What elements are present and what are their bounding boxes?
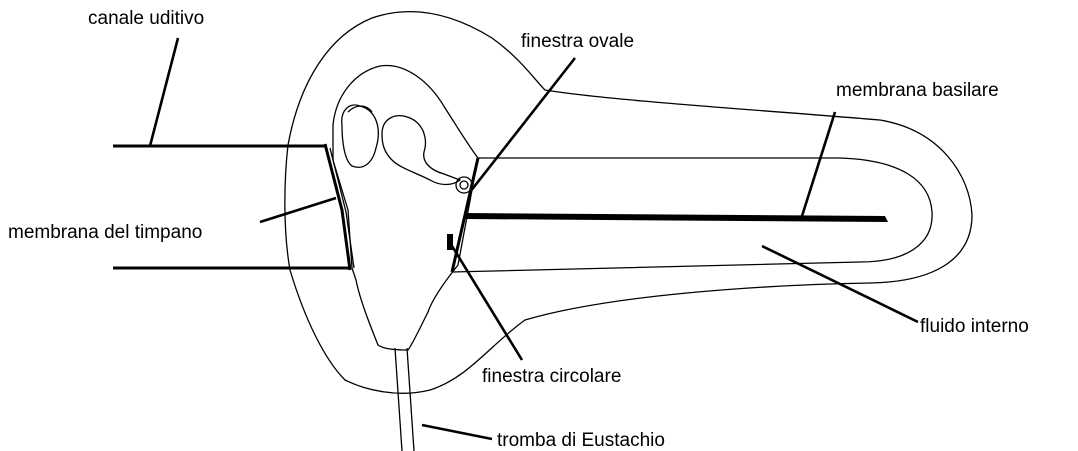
label-fluido-interno: fluido interno xyxy=(920,316,1029,337)
outer-capsule-outline xyxy=(285,12,972,394)
ossicle-hammer xyxy=(342,105,379,167)
tympanic-membrane xyxy=(325,144,350,270)
leader-finestra-circolare xyxy=(452,246,522,360)
label-membrana-del-timpano: membrana del timpano xyxy=(8,222,202,243)
middle-ear-cavity xyxy=(333,65,478,350)
label-tromba-di-eustachio: tromba di Eustachio xyxy=(497,430,665,451)
leader-membrana-del-timpano xyxy=(260,198,336,222)
leader-tromba-di-eustachio xyxy=(422,425,492,439)
leader-membrana-basilare xyxy=(802,112,835,216)
label-finestra-ovale: finestra ovale xyxy=(521,31,634,52)
eustachian-tube-right-wall xyxy=(407,348,414,451)
label-canale-uditivo: canale uditivo xyxy=(88,8,204,29)
oval-window-stirrup-inner xyxy=(460,181,468,189)
ossicle-stirrup xyxy=(348,106,372,112)
leader-canale-uditivo xyxy=(150,38,178,146)
label-finestra-circolare: finestra circolare xyxy=(482,366,621,387)
label-membrana-basilare: membrana basilare xyxy=(836,80,999,101)
ossicle-anvil xyxy=(382,116,460,185)
eustachian-tube-left-wall xyxy=(395,348,402,451)
leader-finestra-ovale xyxy=(470,58,575,192)
basilar-membrane xyxy=(464,213,888,222)
